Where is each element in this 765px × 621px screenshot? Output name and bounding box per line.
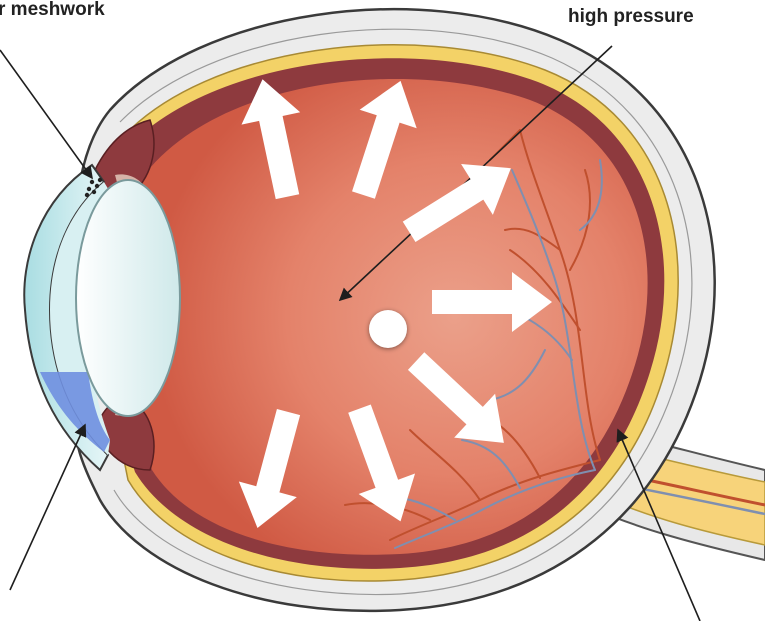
drainage-pointer [10, 425, 85, 590]
lens [76, 180, 180, 416]
label-trabecular-meshwork: r meshwork [0, 0, 105, 19]
cursor-dot-icon [369, 310, 407, 348]
label-high-pressure: high pressure [568, 7, 694, 26]
meshwork-pointer [0, 50, 92, 178]
